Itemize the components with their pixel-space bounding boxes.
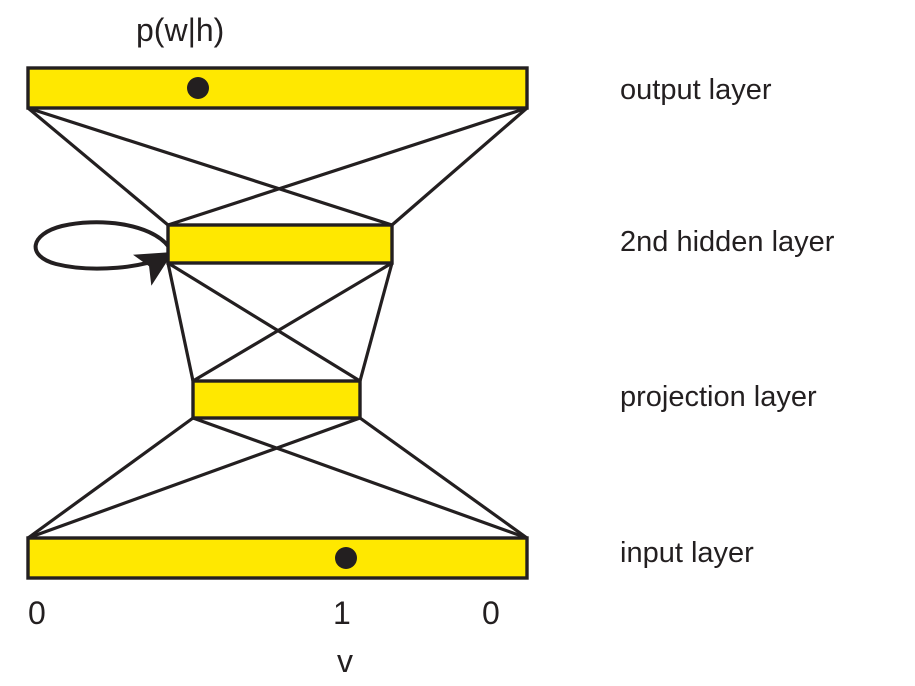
layer-bar-projection[interactable]	[191, 379, 362, 420]
hidden2-layer-rect[interactable]	[166, 223, 394, 265]
connections-output-to-hidden2	[26, 106, 529, 227]
connection-line	[26, 106, 170, 227]
output-probability-formula: p(w|h)	[136, 12, 225, 48]
input-active-node-dot	[335, 547, 357, 569]
input-vector-tick-left: 0	[28, 595, 46, 631]
layer-label-input: input layer	[620, 537, 754, 569]
input-vector-variable-label: v	[337, 643, 353, 679]
connection-line	[192, 416, 528, 540]
layer-label-2nd-hidden: 2nd hidden layer	[620, 226, 835, 258]
connections-projection-to-input	[27, 416, 528, 540]
output-active-node-dot	[187, 77, 209, 99]
projection-layer-rect[interactable]	[191, 379, 362, 420]
connection-line	[27, 416, 194, 540]
input-layer-rect[interactable]	[26, 536, 529, 580]
connections-hidden2-to-projection	[166, 261, 394, 383]
connection-line	[27, 416, 361, 540]
connection-line	[166, 262, 195, 382]
layer-bar-output[interactable]	[26, 66, 529, 110]
connection-line	[167, 261, 361, 383]
connection-line	[358, 262, 394, 382]
recurrent-self-loop	[33, 220, 174, 286]
layer-bar-hidden2[interactable]	[166, 223, 394, 265]
connection-line	[390, 106, 529, 227]
layer-label-output: output layer	[620, 74, 772, 106]
input-vector-tick-right: 0	[482, 595, 500, 631]
connection-line	[192, 261, 393, 383]
recurrent-loop-arrow	[33, 220, 174, 286]
input-vector-tick-center: 1	[333, 595, 351, 631]
output-layer-rect[interactable]	[26, 66, 529, 110]
connection-line	[359, 416, 528, 540]
layer-bar-input[interactable]	[26, 536, 529, 580]
connection-line	[27, 106, 393, 227]
connection-line	[167, 106, 528, 227]
layer-label-projection: projection layer	[620, 381, 817, 413]
